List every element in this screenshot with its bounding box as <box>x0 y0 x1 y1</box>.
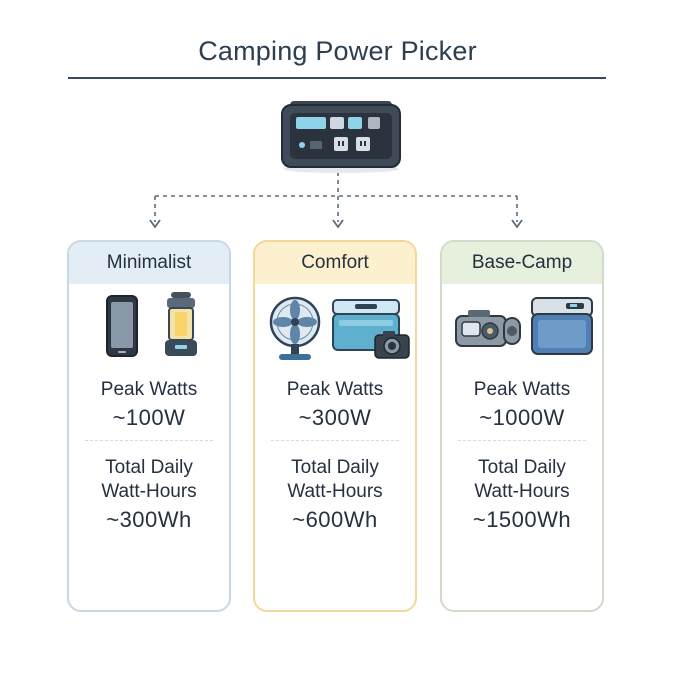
peak-watts-label: Peak Watts <box>100 379 198 400</box>
card-base-camp: Base-Camp Peak Watts ~1000W Total Daily … <box>440 240 604 612</box>
card-blank-area <box>456 540 588 606</box>
daily-wh-value: ~1500Wh <box>472 507 572 532</box>
daily-wh-label-line2: Watt-Hours <box>474 481 570 502</box>
title-divider <box>68 77 606 79</box>
card-icons <box>442 290 602 362</box>
peak-watts-value: ~300W <box>298 405 372 430</box>
daily-wh-value: ~600Wh <box>292 507 378 532</box>
arrow-comfort-icon <box>332 219 344 229</box>
card-comfort: Comfort Peak Watts ~300W Total Daily <box>253 240 417 612</box>
card-title: Comfort <box>255 242 415 284</box>
projector-icon <box>455 310 521 347</box>
daily-wh-label-line2: Watt-Hours <box>287 481 383 502</box>
card-minimalist: Minimalist Peak Watts ~100W Total Daily … <box>67 240 231 612</box>
card-blank-area <box>269 540 401 606</box>
peak-watts-label: Peak Watts <box>473 379 571 400</box>
card-title: Base-Camp <box>442 242 602 284</box>
card-icons <box>69 290 229 362</box>
page-title: Camping Power Picker <box>198 36 477 66</box>
smartphone-icon <box>106 295 138 357</box>
arrow-basecamp-icon <box>511 219 523 229</box>
card-blank-area <box>83 540 215 606</box>
card-title: Minimalist <box>69 242 229 284</box>
daily-wh-label-line1: Total Daily <box>478 457 566 478</box>
peak-watts-label: Peak Watts <box>286 379 384 400</box>
power-station-icon <box>281 101 401 173</box>
camera-icon <box>374 331 410 359</box>
card-divider <box>85 440 213 441</box>
daily-wh-label-line2: Watt-Hours <box>101 481 197 502</box>
daily-wh-label-line1: Total Daily <box>291 457 379 478</box>
lantern-icon <box>165 292 197 356</box>
daily-wh-value: ~300Wh <box>106 507 192 532</box>
power-station <box>278 95 404 175</box>
arrow-minimalist-icon <box>149 219 161 229</box>
fan-icon <box>269 296 321 360</box>
card-divider <box>458 440 586 441</box>
peak-watts-value: ~1000W <box>479 405 565 430</box>
card-icons <box>255 290 415 362</box>
fridge-cooler-icon <box>531 297 593 355</box>
daily-wh-label-line1: Total Daily <box>105 457 193 478</box>
card-divider <box>271 440 399 441</box>
peak-watts-value: ~100W <box>112 405 186 430</box>
